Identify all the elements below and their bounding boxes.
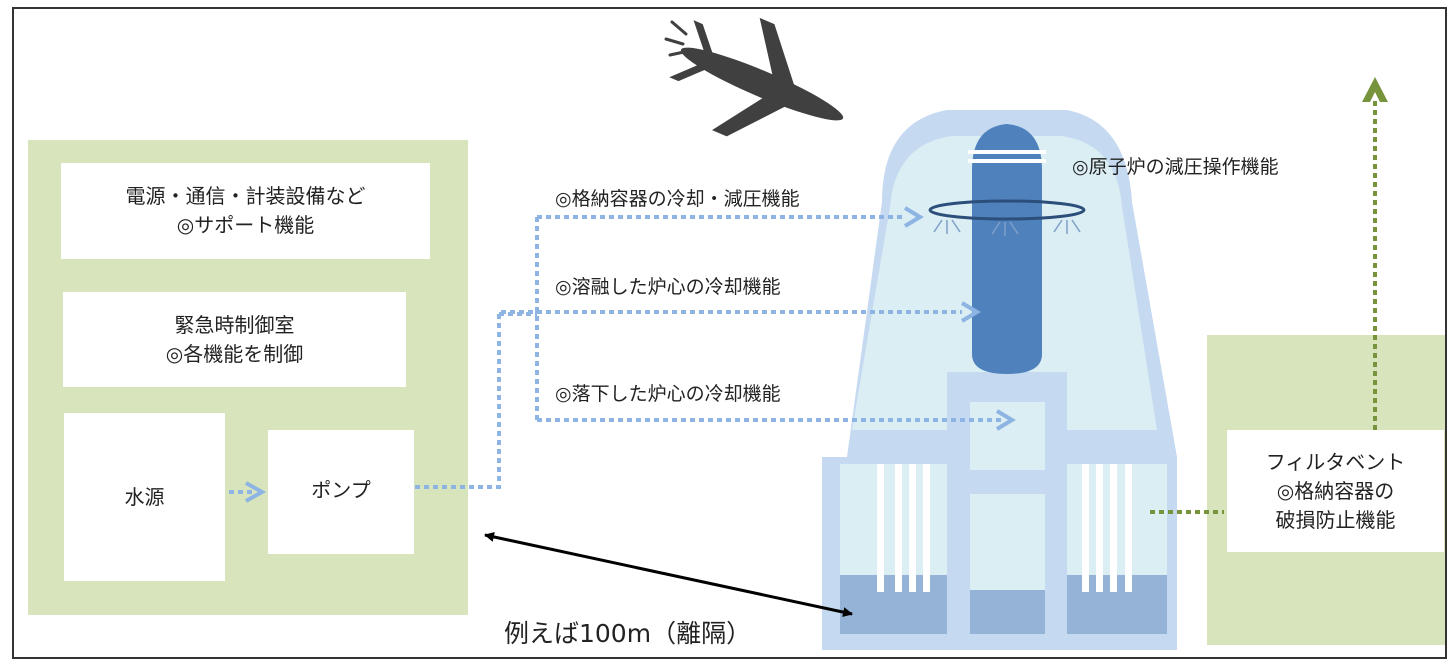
flow-arrowheads xyxy=(245,206,1016,503)
airplane-icon xyxy=(664,17,844,137)
pool-left xyxy=(840,575,947,634)
label-melted-core-cooling: ◎溶融した炉心の冷却機能 xyxy=(555,276,781,298)
support-box-line2: ◎サポート機能 xyxy=(176,213,315,237)
water-source-box: 水源 xyxy=(64,413,225,581)
control-room-box: 緊急時制御室 ◎各機能を制御 xyxy=(63,292,406,387)
pool-center xyxy=(970,590,1045,634)
spray-ring xyxy=(928,199,1086,221)
spray-marks xyxy=(933,219,1081,236)
filter-vent-line2: ◎格納容器の xyxy=(1276,478,1395,503)
control-box-line1: 緊急時制御室 xyxy=(174,312,295,337)
label-fallen-core-cooling: ◎落下した炉心の冷却機能 xyxy=(555,383,781,405)
filter-vent-box: フィルタベント ◎格納容器の 破損防止機能 xyxy=(1227,430,1444,552)
label-containment-cooling: ◎格納容器の冷却・減圧機能 xyxy=(555,188,800,210)
pump-label: ポンプ xyxy=(311,478,371,502)
vent-pipes xyxy=(877,464,1132,592)
vent-arrowhead xyxy=(1362,77,1388,102)
double-arrow-icon xyxy=(484,532,853,617)
diagram-frame: 電源・通信・計装設備など ◎サポート機能 緊急時制御室 ◎各機能を制御 水源 ポ… xyxy=(12,7,1447,659)
reactor-building xyxy=(822,110,1177,650)
water-flow-lines xyxy=(202,215,1002,494)
water-source-label: 水源 xyxy=(124,484,165,509)
distance-label: 例えば100m（離隔） xyxy=(504,619,752,648)
label-depressurization: ◎原子炉の減圧操作機能 xyxy=(1072,156,1279,178)
flow-pump-trunk xyxy=(397,310,962,489)
filter-vent-line3: 破損防止機能 xyxy=(1275,507,1396,532)
control-box-line2: ◎各機能を制御 xyxy=(165,341,304,366)
vent-lines xyxy=(1150,97,1377,514)
pedestal-cavity xyxy=(970,402,1045,470)
filter-vent-line1: フィルタベント xyxy=(1265,449,1406,474)
pump-box: ポンプ xyxy=(268,430,414,554)
support-box: 電源・通信・計装設備など ◎サポート機能 xyxy=(61,163,430,259)
support-box-line1: 電源・通信・計装設備など xyxy=(125,184,366,208)
reactor-vessel xyxy=(972,124,1042,374)
